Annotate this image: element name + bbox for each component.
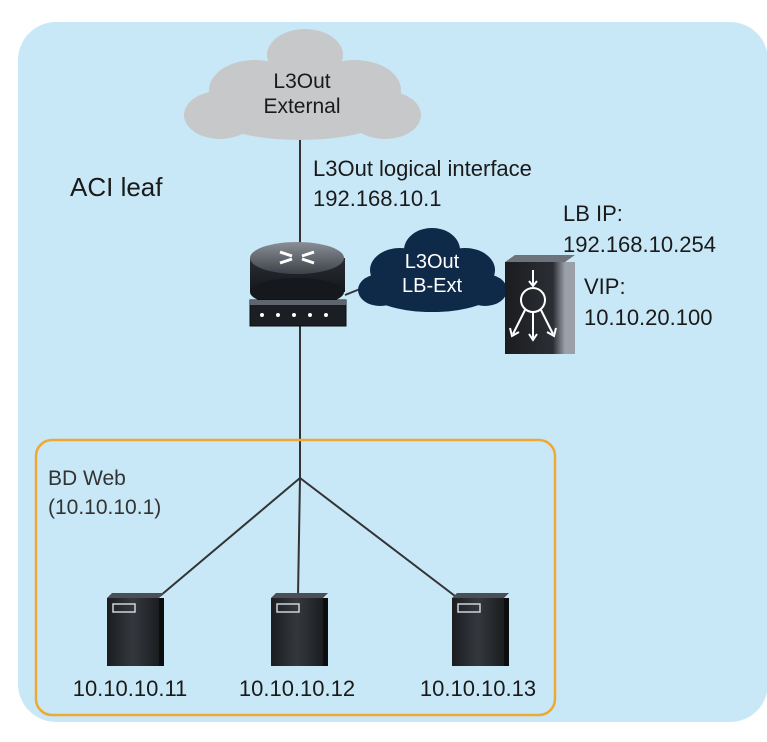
link-server-1 [159, 477, 301, 597]
server-icon [452, 593, 509, 666]
links [159, 140, 506, 597]
lb-ext-cloud-label: L3Out LB-Ext [396, 250, 468, 298]
bd-web-box [34, 438, 557, 717]
external-cloud-line2: External [263, 95, 341, 119]
lb-ip-value: 192.168.10.254 [563, 232, 716, 257]
bd-gateway: (10.10.10.1) [48, 496, 162, 519]
aci-leaf-region [18, 22, 767, 722]
vip-label: VIP: [584, 274, 626, 299]
lb-ext-cloud-line1: L3Out [404, 251, 460, 273]
lb-ip-label: LB IP: [563, 201, 623, 226]
server-ip-3: 10.10.10.13 [419, 676, 537, 701]
vip-value: 10.10.20.100 [584, 305, 713, 330]
link-server-3 [299, 477, 456, 597]
lb-ext-cloud-line2: LB-Ext [401, 275, 463, 297]
bd-name: BD Web [48, 467, 126, 490]
external-cloud-icon [184, 29, 421, 140]
external-cloud-label: L3Out External [250, 69, 354, 119]
l3out-interface-label: L3Out logical interface [313, 156, 532, 181]
router-icon [249, 242, 347, 327]
aci-leaf-label: ACI leaf [70, 172, 163, 202]
load-balancer-icon [505, 255, 575, 354]
l3out-interface-ip: 192.168.10.1 [313, 186, 442, 211]
server-ip-2: 10.10.10.12 [238, 676, 356, 701]
lb-ext-cloud-icon [358, 228, 507, 312]
server-ip-1: 10.10.10.11 [72, 676, 188, 701]
external-cloud-line1: L3Out [273, 70, 331, 93]
server-icon [107, 593, 164, 666]
server-icon [271, 593, 328, 666]
link-server-2 [297, 477, 301, 597]
